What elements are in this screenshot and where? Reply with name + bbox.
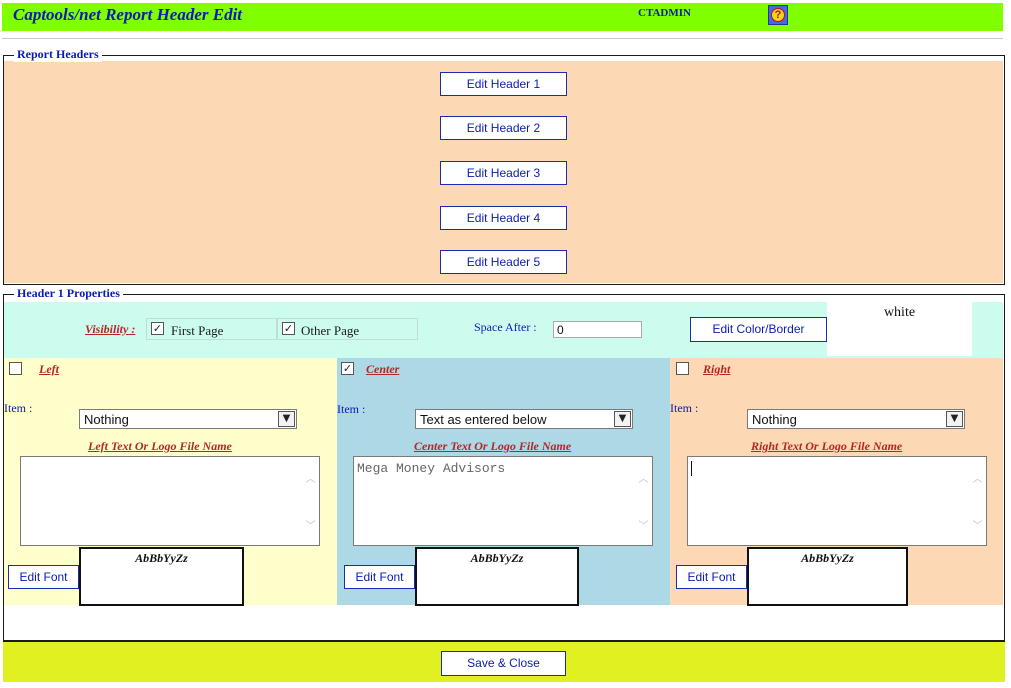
left-item-value: Nothing bbox=[84, 412, 129, 427]
text-cursor bbox=[691, 461, 692, 476]
properties-frame-bottom bbox=[3, 640, 1005, 642]
left-text-scrollbar[interactable]: ︿ ﹀ bbox=[303, 458, 318, 544]
help-button[interactable]: ? bbox=[768, 5, 788, 25]
page-title: Captools/net Report Header Edit bbox=[13, 5, 243, 24]
center-text-scrollbar[interactable]: ︿ ﹀ bbox=[636, 458, 651, 544]
properties-frame-left bbox=[3, 294, 4, 642]
current-user: CTADMIN bbox=[638, 7, 691, 19]
properties-frame-right bbox=[1004, 294, 1005, 642]
edit-header-3-button[interactable]: Edit Header 3 bbox=[440, 161, 567, 185]
report-headers-legend: Report Headers bbox=[14, 47, 102, 62]
center-item-value: Text as entered below bbox=[420, 412, 547, 427]
report-headers-frame-right bbox=[1004, 55, 1005, 285]
left-font-preview: AbBbYyZz bbox=[79, 547, 244, 606]
right-text-label: Right Text Or Logo File Name bbox=[751, 439, 903, 453]
top-header-bar bbox=[2, 3, 1003, 31]
chevron-down-icon: ▼ bbox=[614, 411, 631, 427]
chevron-down-icon: ▼ bbox=[278, 411, 295, 427]
scroll-down-icon: ﹀ bbox=[638, 521, 649, 532]
edit-header-5-button[interactable]: Edit Header 5 bbox=[440, 250, 567, 274]
left-item-select[interactable]: Nothing ▼ bbox=[79, 409, 297, 429]
right-item-select[interactable]: Nothing ▼ bbox=[747, 409, 965, 429]
first-page-checkbox[interactable]: ✓ bbox=[151, 322, 164, 335]
edit-header-2-button[interactable]: Edit Header 2 bbox=[440, 116, 567, 140]
left-text-label: Left Text Or Logo File Name bbox=[88, 439, 232, 453]
right-enable-checkbox[interactable] bbox=[676, 362, 689, 375]
header-divider bbox=[2, 38, 1003, 39]
center-edit-font-button[interactable]: Edit Font bbox=[344, 565, 415, 589]
chevron-down-icon: ▼ bbox=[946, 411, 963, 427]
save-close-button[interactable]: Save & Close bbox=[441, 651, 566, 676]
report-headers-frame-left bbox=[3, 55, 4, 285]
center-title: Center bbox=[366, 362, 400, 376]
left-text-area[interactable]: ︿ ﹀ bbox=[20, 456, 320, 546]
scroll-up-icon: ︿ bbox=[305, 474, 316, 485]
edit-header-1-button[interactable]: Edit Header 1 bbox=[440, 72, 567, 96]
other-page-cell bbox=[277, 318, 418, 340]
other-page-checkbox[interactable]: ✓ bbox=[282, 322, 295, 335]
right-text-scrollbar[interactable]: ︿ ﹀ bbox=[970, 458, 985, 544]
space-after-input[interactable]: 0 bbox=[553, 321, 642, 338]
center-item-label: Item : bbox=[337, 402, 366, 416]
properties-frame-top bbox=[3, 294, 1005, 295]
edit-header-4-button[interactable]: Edit Header 4 bbox=[440, 206, 567, 230]
left-enable-checkbox[interactable] bbox=[9, 362, 22, 375]
right-font-preview: AbBbYyZz bbox=[747, 547, 908, 606]
scroll-down-icon: ﹀ bbox=[305, 521, 316, 532]
color-preview: white bbox=[827, 302, 972, 356]
space-after-label: Space After : bbox=[474, 320, 537, 334]
scroll-up-icon: ︿ bbox=[972, 474, 983, 485]
center-text-value: Mega Money Advisors bbox=[357, 461, 506, 476]
right-item-value: Nothing bbox=[752, 412, 797, 427]
right-edit-font-button[interactable]: Edit Font bbox=[676, 565, 747, 589]
right-title: Right bbox=[703, 362, 731, 376]
left-edit-font-button[interactable]: Edit Font bbox=[8, 565, 79, 589]
visibility-label: Visibility : bbox=[85, 322, 136, 336]
first-page-label: First Page bbox=[171, 323, 224, 338]
report-headers-frame-bottom bbox=[3, 284, 1005, 285]
other-page-label: Other Page bbox=[301, 323, 360, 338]
right-text-area[interactable]: ︿ ﹀ bbox=[687, 456, 987, 546]
scroll-down-icon: ﹀ bbox=[972, 521, 983, 532]
first-page-cell bbox=[146, 318, 277, 340]
edit-color-border-button[interactable]: Edit Color/Border bbox=[690, 317, 827, 342]
report-headers-frame-top bbox=[3, 55, 1005, 56]
center-text-label: Center Text Or Logo File Name bbox=[414, 439, 572, 453]
left-item-label: Item : bbox=[4, 401, 33, 415]
properties-legend: Header 1 Properties bbox=[14, 286, 123, 301]
center-text-area[interactable]: Mega Money Advisors ︿ ﹀ bbox=[353, 456, 653, 546]
right-item-label: Item : bbox=[670, 401, 699, 415]
center-item-select[interactable]: Text as entered below ▼ bbox=[415, 409, 633, 429]
scroll-up-icon: ︿ bbox=[638, 474, 649, 485]
center-enable-checkbox[interactable]: ✓ bbox=[341, 362, 354, 375]
left-title: Left bbox=[39, 362, 59, 376]
center-font-preview: AbBbYyZz bbox=[415, 547, 579, 606]
help-question-icon: ? bbox=[771, 8, 785, 22]
